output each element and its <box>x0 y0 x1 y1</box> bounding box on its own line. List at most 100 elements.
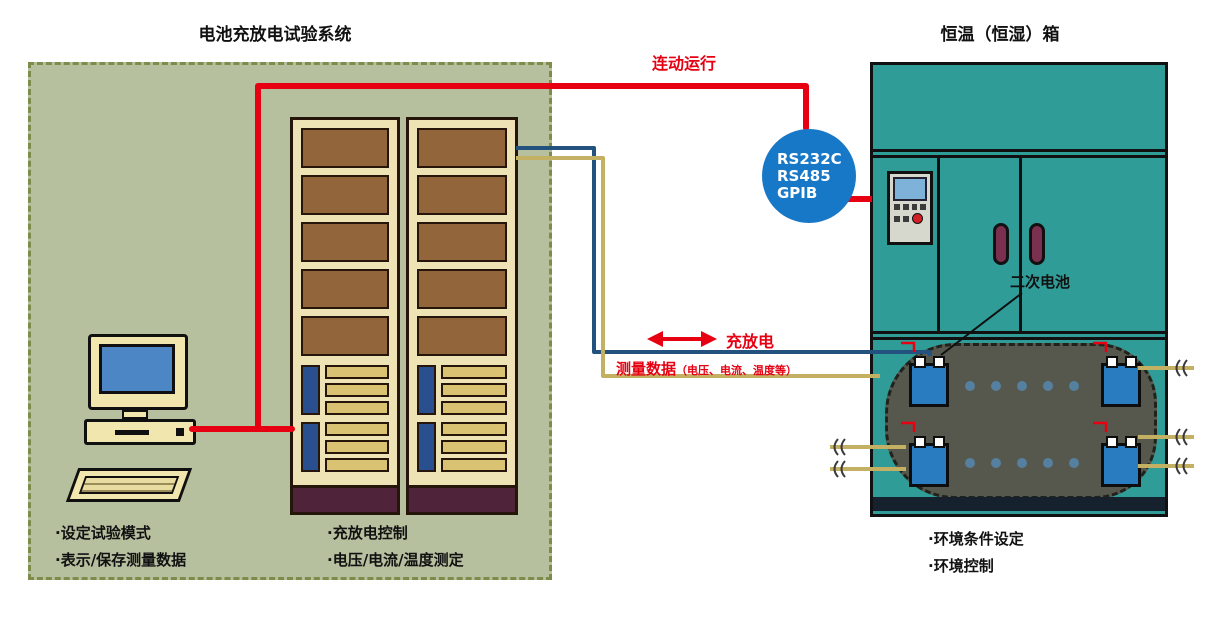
drawer-slat <box>441 401 507 415</box>
drawer-slats <box>441 422 507 472</box>
computer-screen <box>99 344 175 394</box>
interface-line: RS485 <box>777 166 831 185</box>
battery-terminal <box>914 436 926 448</box>
controller-button <box>894 204 900 210</box>
rack-drawer-unit <box>409 417 515 474</box>
interface-circle: RS232C RS485 GPIB <box>762 129 856 223</box>
drawer-handle <box>301 365 320 415</box>
door-handle-right <box>1029 223 1045 265</box>
battery-terminal <box>933 436 945 448</box>
battery-icon <box>1101 356 1141 407</box>
drawer-slat <box>441 422 507 436</box>
chamber-controller <box>887 171 933 245</box>
computer-system-unit <box>84 419 196 445</box>
rack-panel <box>301 222 389 262</box>
drawer-slats <box>441 365 507 415</box>
rack-note-line: ·充放电控制 <box>327 524 408 542</box>
rack-base <box>409 485 515 512</box>
chamber-seam-bottom <box>873 331 1165 340</box>
rack-panel <box>301 128 389 168</box>
equipment-rack-left <box>290 117 400 515</box>
power-button-detail <box>176 428 184 436</box>
rack-panel <box>417 222 507 262</box>
measurement-data-label: 测量数据（电压、电流、温度等） <box>616 358 797 379</box>
rack-note-line: ·电压/电流/温度测定 <box>327 551 464 569</box>
rack-drawer-unit <box>409 360 515 417</box>
rack-panel <box>417 175 507 215</box>
measurement-data-text: 测量数据 <box>616 360 677 378</box>
drawer-slats <box>325 365 389 415</box>
drawer-slat <box>325 401 389 415</box>
interface-line: RS232C <box>777 149 842 168</box>
drawer-slat <box>325 440 389 454</box>
chamber-notes: ·环境条件设定 ·环境控制 <box>928 526 1024 580</box>
computer-monitor <box>88 334 188 410</box>
rack-base <box>293 485 397 512</box>
pc-note-line: ·表示/保存测量数据 <box>55 551 187 569</box>
rack-panel <box>417 128 507 168</box>
rack-drawer-unit <box>293 417 397 474</box>
battery-terminal <box>1125 436 1137 448</box>
battery-icon <box>909 356 949 407</box>
secondary-battery-label: 二次电池 <box>1010 273 1071 291</box>
interface-line: GPIB <box>777 183 818 202</box>
computer-keyboard <box>65 468 193 502</box>
controller-button <box>911 204 918 210</box>
battery-terminal <box>1106 436 1118 448</box>
drawer-slat <box>441 383 507 397</box>
rack-panel <box>301 316 389 356</box>
chamber-seam-top <box>873 149 1165 158</box>
battery-terminal <box>1125 356 1137 368</box>
chamber-title: 恒温（恒湿）箱 <box>940 25 1060 45</box>
drawer-handle <box>301 422 320 472</box>
drawer-slat <box>441 440 507 454</box>
rack-panel <box>301 269 389 309</box>
drawer-slat <box>325 422 389 436</box>
drawer-slat <box>441 458 507 472</box>
arrowhead-left <box>647 331 663 347</box>
chamber-note-line: ·环境控制 <box>928 557 994 575</box>
rack-panel <box>417 316 507 356</box>
measurement-data-detail: （电压、电流、温度等） <box>676 364 798 377</box>
drawer-slat <box>325 458 389 472</box>
controller-button <box>902 204 909 210</box>
door-divider <box>1019 158 1022 331</box>
pc-note-line: ·设定试验模式 <box>55 524 151 542</box>
chamber-note-line: ·环境条件设定 <box>928 530 1024 548</box>
rack-panel-stack <box>293 120 397 360</box>
battery-terminal <box>933 356 945 368</box>
battery-terminal <box>1106 356 1118 368</box>
pc-notes: ·设定试验模式 ·表示/保存测量数据 <box>55 520 186 574</box>
controller-power-button <box>912 213 923 224</box>
test-system-title: 电池充放电试验系统 <box>198 25 352 45</box>
drawer-handle <box>417 422 436 472</box>
drawer-handle <box>417 365 436 415</box>
rack-notes: ·充放电控制 ·电压/电流/温度测定 <box>327 520 464 574</box>
rack-panel <box>301 175 389 215</box>
computer-monitor-stand <box>122 410 148 419</box>
chamber-base <box>873 497 1165 511</box>
controller-button <box>920 204 926 210</box>
arrowhead-right <box>701 331 717 347</box>
controller-buttons <box>894 213 926 224</box>
controller-screen <box>893 177 927 201</box>
linked-operation-label: 连动运行 <box>652 54 717 73</box>
rack-drawer-unit <box>293 360 397 417</box>
charge-discharge-label: 充放电 <box>726 332 775 351</box>
panel-divider <box>937 158 940 331</box>
drawer-slat <box>441 365 507 379</box>
controller-buttons <box>894 204 926 210</box>
equipment-rack-right <box>406 117 518 515</box>
controller-button <box>903 215 909 222</box>
drawer-slat <box>325 383 389 397</box>
charge-discharge-line <box>516 146 932 356</box>
drawer-slats <box>325 422 389 472</box>
rack-panel <box>417 269 507 309</box>
floppy-slot <box>115 430 149 435</box>
rack-panel-stack <box>409 120 515 360</box>
door-handle-left <box>993 223 1009 265</box>
drawer-slat <box>325 365 389 379</box>
battery-icon <box>909 436 949 487</box>
battery-terminal <box>914 356 926 368</box>
